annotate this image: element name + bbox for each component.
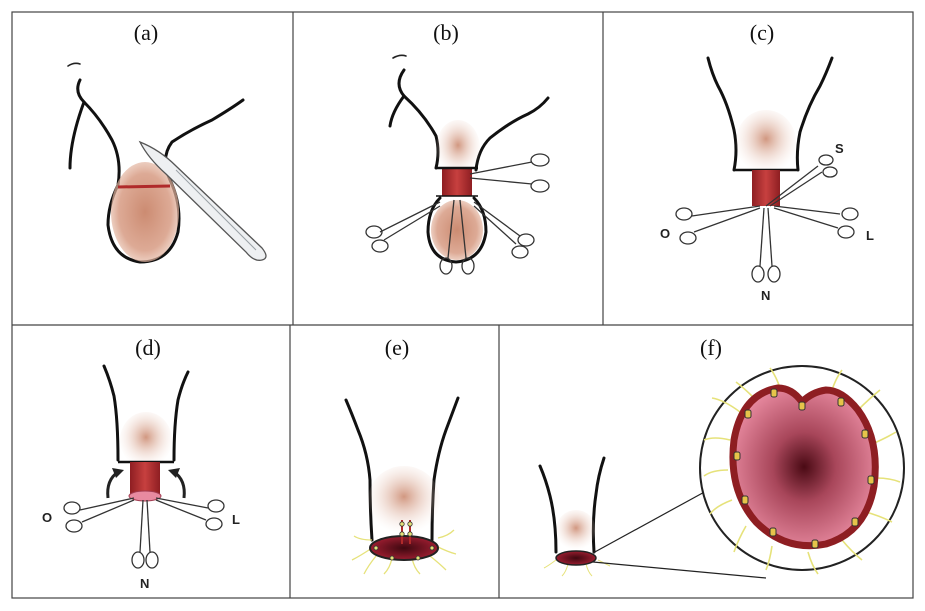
panel-a-label: (a) bbox=[134, 20, 158, 45]
hemostat-icon bbox=[64, 498, 134, 532]
panel-c-label: (c) bbox=[750, 20, 774, 45]
panel-a-illustration bbox=[68, 63, 266, 262]
panel-f-label: (f) bbox=[700, 335, 722, 360]
cut-cuff bbox=[442, 168, 472, 196]
marker-l: L bbox=[232, 512, 240, 527]
hemostat-icon bbox=[132, 500, 158, 568]
panel-d-illustration: O L N bbox=[42, 366, 240, 591]
panel-f-illustration bbox=[540, 366, 904, 578]
hemostat-icon bbox=[470, 154, 549, 192]
panel-b-illustration bbox=[366, 55, 549, 274]
marker-o: O bbox=[42, 510, 52, 525]
marker-s: S bbox=[835, 141, 844, 156]
panel-c-illustration: S O L N bbox=[660, 58, 874, 303]
marker-o: O bbox=[660, 226, 670, 241]
hemostat-icon bbox=[676, 206, 760, 244]
panel-e-illustration bbox=[346, 398, 458, 574]
panel-d-label: (d) bbox=[135, 335, 161, 360]
marker-n: N bbox=[140, 576, 149, 591]
hemostat-icon bbox=[752, 208, 780, 282]
mucosa-cuff bbox=[752, 170, 780, 206]
marker-l: L bbox=[866, 228, 874, 243]
everted-cuff bbox=[130, 462, 160, 494]
marker-n: N bbox=[761, 288, 770, 303]
stoma-ring bbox=[370, 536, 438, 560]
stoma-small bbox=[556, 551, 596, 565]
panel-b-label: (b) bbox=[433, 20, 459, 45]
hemostat-icon bbox=[774, 206, 858, 238]
panel-e-label: (e) bbox=[385, 335, 409, 360]
hemostat-icon bbox=[156, 498, 224, 530]
